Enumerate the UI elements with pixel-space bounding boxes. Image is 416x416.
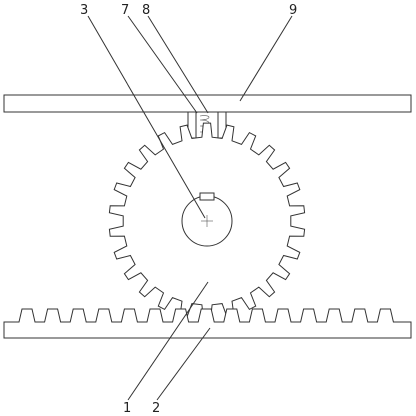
label-top-bar: 9 xyxy=(289,3,297,18)
label-rack: 2 xyxy=(152,401,160,416)
keyway xyxy=(199,192,215,201)
leader-lines xyxy=(87,15,293,401)
label-bracket: 7 xyxy=(121,3,129,18)
top-bar xyxy=(3,94,412,113)
rack xyxy=(3,308,412,339)
label-gear: 1 xyxy=(123,401,131,416)
label-gear-center: 3 xyxy=(80,3,88,18)
label-spring: 8 xyxy=(142,3,150,18)
